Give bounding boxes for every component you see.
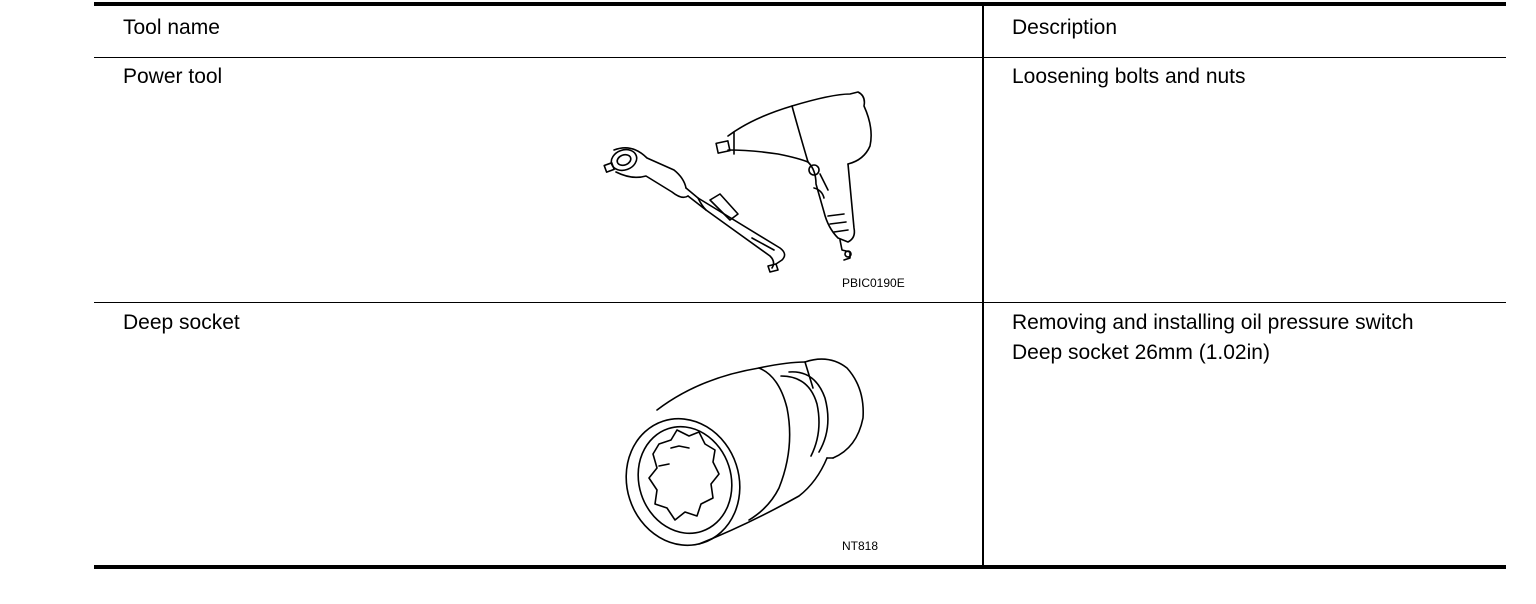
column-divider	[982, 4, 984, 567]
row-deep-socket-name: Deep socket	[123, 311, 240, 334]
deep-socket-icon	[619, 348, 891, 554]
air-ratchet-drawing	[604, 146, 784, 272]
row-divider	[94, 302, 1506, 303]
tool-table: Tool name Description Power tool Looseni…	[94, 0, 1506, 604]
header-rule	[94, 57, 1506, 58]
table-top-rule	[94, 2, 1506, 6]
row-power-tool-description: Loosening bolts and nuts	[1012, 65, 1246, 88]
impact-wrench-drawing	[716, 92, 871, 260]
row-deep-socket-description-line-2: Deep socket 26mm (1.02in)	[1012, 341, 1270, 364]
row-deep-socket-description-line-1: Removing and installing oil pressure swi…	[1012, 311, 1414, 334]
table-bottom-rule	[94, 565, 1506, 569]
header-description: Description	[1012, 16, 1118, 39]
header-tool-name: Tool name	[123, 16, 220, 39]
figure-code-pbic0190e: PBIC0190E	[842, 276, 905, 290]
row-power-tool-name: Power tool	[123, 65, 223, 88]
figure-code-nt818: NT818	[842, 539, 879, 553]
power-tool-icon	[602, 88, 902, 273]
